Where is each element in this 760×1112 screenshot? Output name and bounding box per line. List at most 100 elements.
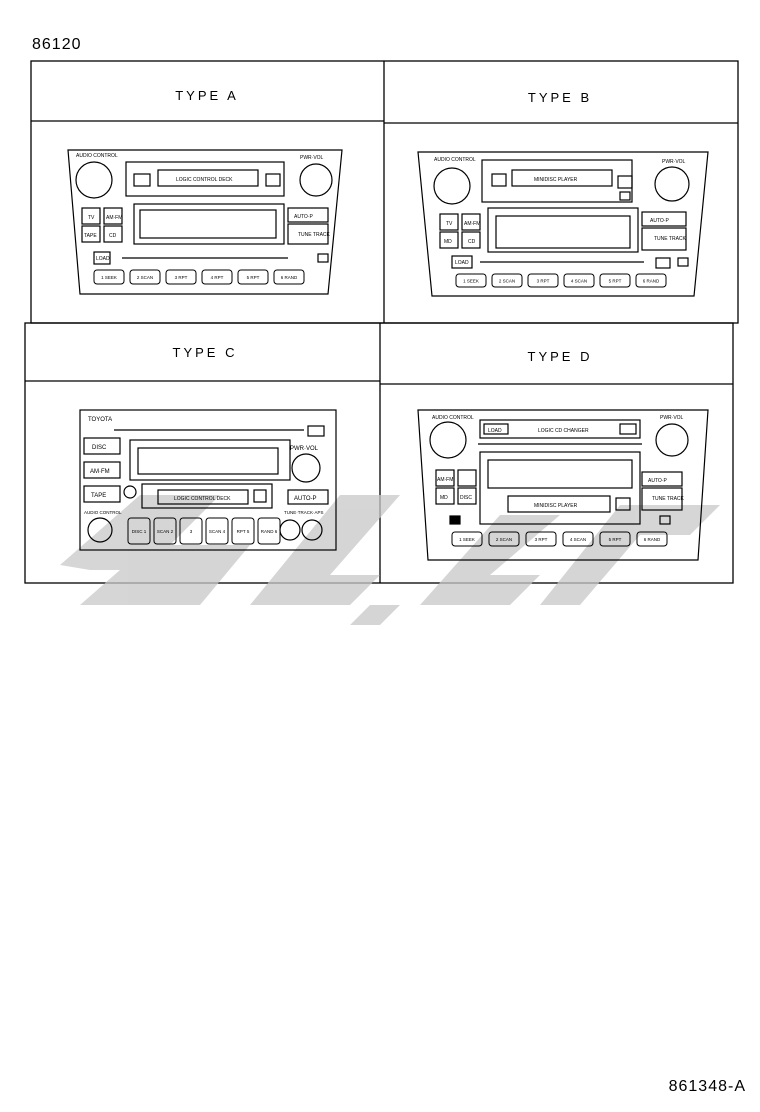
audio-control-label: AUDIO CONTROL	[76, 153, 118, 159]
type-a-title: TYPE A	[175, 88, 239, 103]
tv-label: TV	[446, 221, 453, 227]
tv-label: TV	[88, 215, 95, 221]
preset-label: 5 RPT	[609, 279, 622, 284]
preset-label: 5 RPT	[609, 537, 622, 542]
preset-label: 4 SCAN	[570, 537, 586, 542]
preset-label: 6 RAND	[281, 275, 298, 280]
audio-control-knob	[429, 421, 467, 459]
tape-label: TAPE	[91, 493, 106, 499]
deck-label: MINIDISC PLAYER	[534, 503, 578, 509]
audio-control-knob	[433, 167, 471, 205]
preset-label: 3 RPT	[175, 275, 188, 280]
preset-label: 2 SCAN	[496, 537, 512, 542]
type-d-title: TYPE D	[527, 349, 593, 364]
preset-button	[599, 531, 631, 547]
auto-p-label: AUTO·P	[650, 218, 669, 224]
type-d-radio: AUDIO CONTROL PWR·VOL LOAD LOGIC CD CHAN…	[417, 409, 709, 561]
preset-label: 1 SEEK	[459, 537, 475, 542]
preset-button	[201, 269, 233, 285]
load-label: LOAD	[455, 260, 469, 266]
disc-label: DISC	[92, 445, 107, 451]
preset-label: 3 RPT	[535, 537, 548, 542]
preset-button	[231, 517, 255, 545]
preset-label: RPT 5	[237, 529, 250, 534]
preset-label: SCAN 2	[157, 529, 174, 534]
part-number: 86120	[32, 36, 82, 53]
pwr-vol-label: PWR·VOL	[300, 155, 324, 161]
preset-label: 2 SCAN	[137, 275, 153, 280]
type-c-title: TYPE C	[172, 345, 238, 360]
md-label: MD	[444, 239, 452, 245]
load-label: LOAD	[488, 428, 502, 434]
preset-button	[488, 531, 520, 547]
preset-button	[525, 531, 557, 547]
audio-control-label: AUDIO CONTROL	[434, 157, 476, 163]
auto-p-label: AUTO·P	[294, 214, 313, 220]
deck-label: LOGIC CONTROL DECK	[174, 496, 231, 502]
preset-button	[257, 517, 281, 545]
tune-track-label: TUNE TRACK	[652, 496, 685, 502]
preset-button	[237, 269, 269, 285]
load-label: LOAD	[96, 256, 110, 262]
audio-control-knob	[75, 161, 113, 199]
amfm-label: AM·FM	[106, 215, 122, 221]
preset-label: DISC 1	[132, 529, 147, 534]
tune-track-label: TUNE TRACK	[654, 236, 687, 242]
type-a-radio: AUDIO CONTROL PWR·VOL LOGIC CONTROL DECK…	[67, 149, 343, 295]
amfm-label: AM·FM	[90, 469, 110, 475]
pwr-vol-label: PWR·VOL	[290, 446, 319, 452]
preset-button	[153, 517, 177, 545]
changer-label: LOGIC CD CHANGER	[538, 428, 589, 434]
preset-button	[599, 273, 631, 288]
preset-label: 4 RPT	[211, 275, 224, 280]
type-c-radio: TOYOTA DISC AM·FM TAPE PWR·VOL LOGIC CON…	[79, 409, 337, 551]
preset-button	[165, 269, 197, 285]
amfm-label: AM·FM	[437, 477, 453, 483]
cd-label: CD	[468, 239, 476, 245]
amfm-label: AM·FM	[464, 221, 480, 227]
brand-label: TOYOTA	[88, 417, 112, 423]
preset-button	[179, 517, 203, 545]
preset-label: 1 SEEK	[101, 275, 117, 280]
pwr-vol-knob	[655, 423, 689, 457]
pwr-vol-knob	[299, 163, 333, 197]
preset-label: 6 RAND	[644, 537, 661, 542]
pwr-vol-knob	[291, 453, 321, 483]
preset-label: 5 RPT	[247, 275, 260, 280]
preset-button	[273, 269, 305, 285]
preset-label: 6 RAND	[643, 279, 660, 284]
preset-label: 3 RPT	[537, 279, 550, 284]
preset-button	[455, 273, 487, 288]
preset-button	[562, 531, 594, 547]
cd-label: CD	[109, 233, 117, 239]
type-b-title: TYPE B	[527, 90, 593, 105]
deck-label: MINIDISC PLAYER	[534, 177, 578, 183]
preset-button	[636, 531, 668, 547]
pwr-vol-knob	[654, 166, 690, 202]
preset-button	[127, 517, 151, 545]
auto-p-label: AUTO·P	[648, 478, 667, 484]
preset-button	[527, 273, 559, 288]
reference-number: 861348-A	[668, 1078, 746, 1095]
audio-control-knob	[87, 517, 113, 543]
preset-label: 3	[190, 529, 193, 534]
preset-label: 4 SCAN	[571, 279, 587, 284]
preset-label: 1 SEEK	[463, 279, 479, 284]
tune-label: TUNE·TRACK·APS	[284, 510, 324, 515]
disc-label: DISC	[460, 495, 472, 501]
deck-label: LOGIC CONTROL DECK	[176, 177, 233, 183]
preset-button	[491, 273, 523, 288]
preset-button	[205, 517, 229, 545]
preset-button	[563, 273, 595, 288]
type-b-radio: AUDIO CONTROL PWR·VOL MINIDISC PLAYER TV…	[417, 151, 709, 297]
audio-control-label: AUDIO CONTROL	[84, 510, 122, 515]
pwr-vol-label: PWR·VOL	[660, 415, 684, 421]
audio-control-label: AUDIO CONTROL	[432, 415, 474, 421]
pwr-vol-label: PWR·VOL	[662, 159, 686, 165]
preset-button	[635, 273, 667, 288]
preset-label: SCAN 4	[209, 529, 226, 534]
preset-button	[129, 269, 161, 285]
preset-label: RAND 6	[261, 529, 278, 534]
tune-track-label: TUNE TRACK	[298, 232, 331, 238]
